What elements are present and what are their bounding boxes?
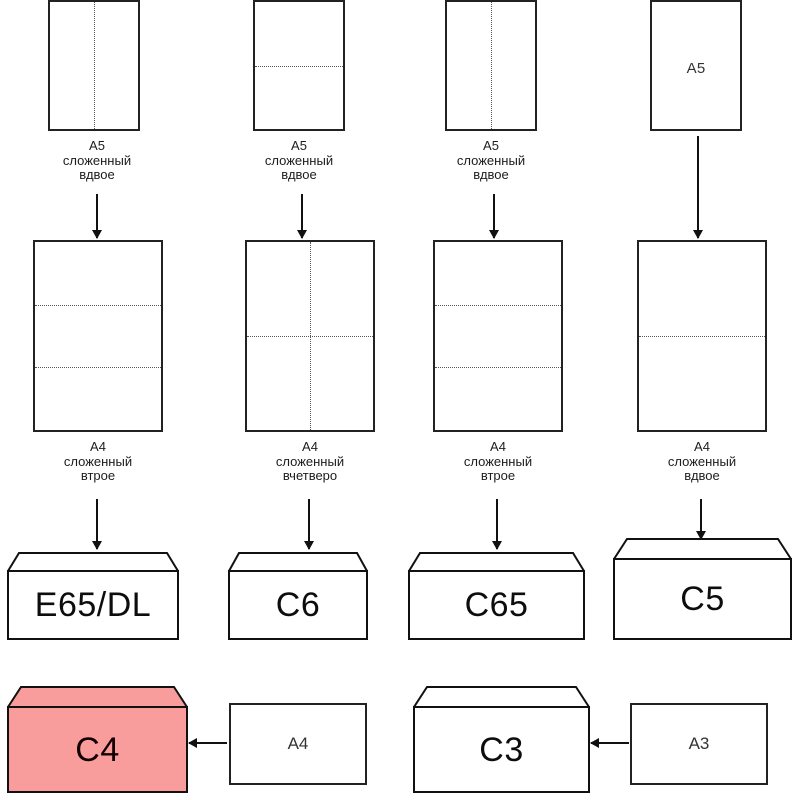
arrow-a5-to-a4-col1 (96, 194, 98, 238)
fold-line-vertical (491, 2, 492, 129)
envelope-label: C3 (479, 730, 524, 769)
arrow-a4-to-envelope-col4 (700, 499, 702, 539)
arrow-a4-to-envelope-col3 (496, 499, 498, 549)
envelope-body: C5 (613, 558, 792, 640)
arrow-a5-to-a4-col4 (697, 136, 699, 238)
envelope-c65: C65 (408, 552, 585, 640)
fold-line-horizontal (255, 65, 343, 67)
sheet-label: A3 (688, 734, 710, 753)
envelope-c5: C5 (613, 538, 792, 640)
caption-a4-col4: A4 сложенный вдвое (667, 439, 737, 483)
envelope-label: C6 (275, 586, 321, 624)
arrow-a5-to-a4-col2 (301, 194, 303, 238)
envelope-label: C65 (464, 586, 529, 624)
envelope-body: C6 (228, 570, 368, 640)
envelope-flap (7, 552, 179, 572)
arrow-a3-to-c3 (591, 742, 629, 744)
envelope-label: C4 (75, 730, 120, 769)
fold-line-horizontal-lower (35, 367, 161, 369)
sheet-label: A4 (287, 734, 309, 753)
fold-line-horizontal-lower (435, 367, 561, 369)
arrow-a4-to-c4 (189, 742, 227, 744)
envelope-body: E65/DL (7, 570, 179, 640)
caption-a5-col2: A5 сложенный вдвое (264, 138, 334, 182)
envelope-c6: C6 (228, 552, 368, 640)
envelope-c4: C4 (7, 686, 188, 793)
sheet-a5-col4: A5 (650, 0, 742, 131)
sheet-a5-col1 (48, 0, 140, 131)
sheet-a5-col3 (445, 0, 537, 131)
fold-line-horizontal-upper (435, 304, 561, 306)
caption-a5-col1: A5 сложенный вдвое (62, 138, 132, 182)
envelope-flap (613, 538, 792, 560)
fold-line-horizontal (639, 336, 765, 337)
sheet-a4-bottom: A4 (229, 703, 367, 785)
sheet-a5-col2 (253, 0, 345, 131)
arrow-a5-to-a4-col3 (493, 194, 495, 238)
sheet-a4-col1 (33, 240, 163, 432)
arrow-a4-to-envelope-col1 (96, 499, 98, 549)
envelope-label: C5 (680, 580, 725, 618)
sheet-a4-col2 (245, 240, 375, 432)
envelope-label: E65/DL (34, 586, 152, 624)
sheet-a4-col4 (637, 240, 767, 432)
caption-a4-col1: A4 сложенный втрое (63, 439, 133, 483)
envelope-flap (408, 552, 585, 572)
arrow-a4-to-envelope-col2 (308, 499, 310, 549)
fold-line-vertical (310, 242, 311, 430)
envelope-e65-dl: E65/DL (7, 552, 179, 640)
sheet-a4-col3 (433, 240, 563, 432)
sheet-label-a5: A5 (686, 60, 706, 77)
fold-line-vertical (94, 2, 95, 129)
caption-a4-col3: A4 сложенный втрое (463, 439, 533, 483)
envelope-c3: C3 (413, 686, 590, 793)
sheet-a3-bottom: A3 (630, 703, 768, 785)
envelope-flap (228, 552, 368, 572)
envelope-body: C65 (408, 570, 585, 640)
caption-a5-col3: A5 сложенный вдвое (456, 138, 526, 182)
envelope-flap (7, 686, 188, 708)
fold-line-horizontal-upper (35, 304, 161, 306)
envelope-flap (413, 686, 590, 708)
caption-a4-col2: A4 сложенный вчетверо (275, 439, 345, 483)
envelope-body: C4 (7, 706, 188, 793)
envelope-body: C3 (413, 706, 590, 793)
